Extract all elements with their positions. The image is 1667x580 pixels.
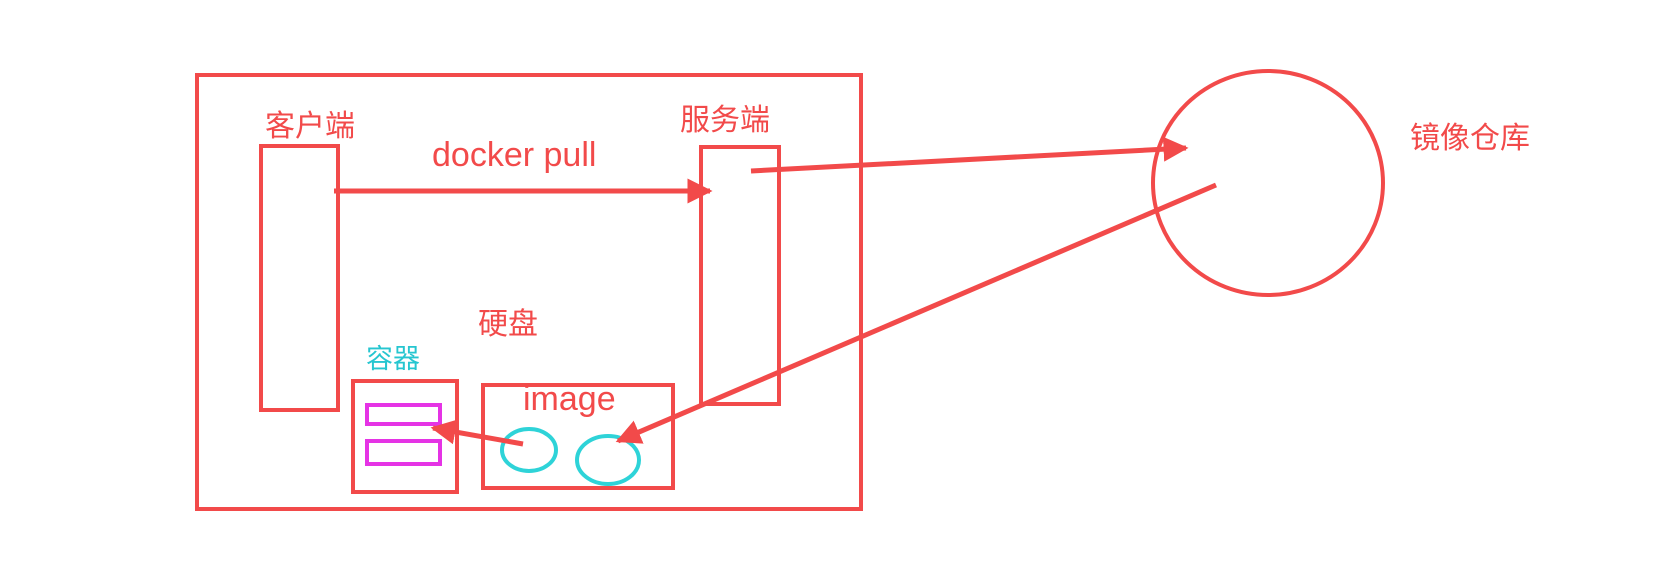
image-item-2	[575, 434, 641, 486]
server-box	[699, 145, 781, 406]
image-item-1	[500, 427, 558, 473]
arrow-registry-to-image	[615, 182, 1217, 444]
host-box	[195, 73, 863, 511]
arrow-server-to-registry	[750, 136, 1189, 174]
containers-label: 容器	[366, 344, 420, 375]
disk-label: 硬盘	[478, 307, 538, 342]
registry-circle	[1151, 69, 1385, 297]
registry-label: 镜像仓库	[1410, 121, 1530, 156]
container-item-2	[365, 439, 442, 466]
server-label: 服务端	[680, 103, 770, 138]
client-label: 客户端	[265, 109, 355, 144]
image-label: image	[523, 380, 616, 418]
container-item-1	[365, 403, 442, 426]
containers-box	[351, 379, 459, 494]
client-box	[259, 144, 340, 412]
command-label: docker pull	[432, 136, 596, 174]
arrow-image-to-container	[430, 419, 524, 447]
